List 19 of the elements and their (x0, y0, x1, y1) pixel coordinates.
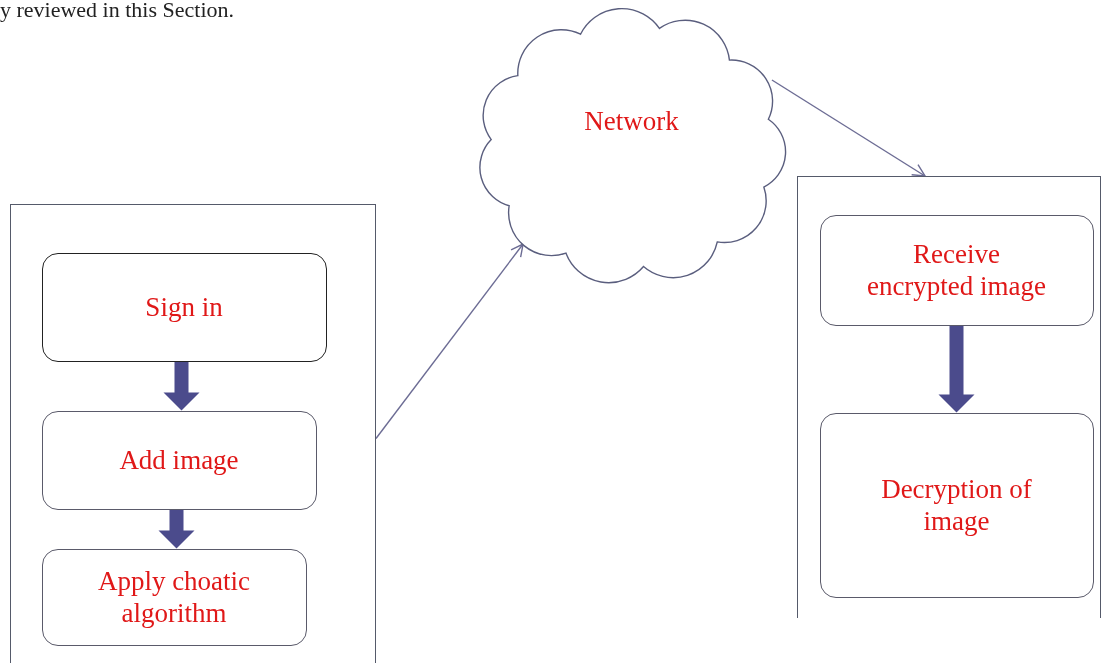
node-label: Sign in (145, 290, 223, 324)
arrow (771, 79, 926, 177)
node-label: Add image (119, 443, 239, 477)
block-arrow (158, 509, 195, 549)
group-frame (797, 176, 1101, 618)
process-box (41, 548, 307, 646)
node-label: Receive encrypted image (865, 237, 1048, 303)
process-box (41, 252, 327, 362)
process-box (819, 214, 1094, 326)
node-label: Apply choatic algorithm (96, 564, 252, 630)
block-arrow (938, 325, 975, 413)
block-arrow (163, 361, 200, 411)
process-box (41, 410, 317, 510)
process-box (819, 412, 1094, 598)
node-label: Decryption of image (880, 472, 1033, 538)
page-text: y reviewed in this Section. (0, 0, 234, 23)
node-label: Network (584, 105, 679, 138)
arrow (375, 243, 524, 440)
group-frame (10, 204, 376, 663)
